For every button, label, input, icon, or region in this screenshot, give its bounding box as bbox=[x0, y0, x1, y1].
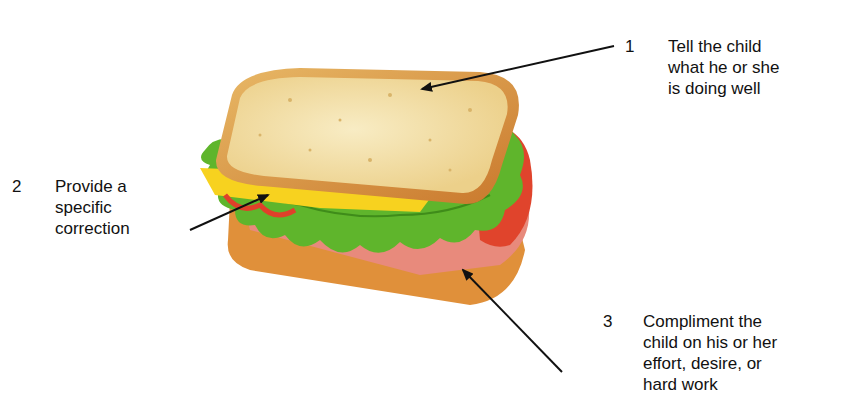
pore bbox=[288, 98, 292, 102]
leader-arrow bbox=[422, 46, 614, 89]
top-bread-crust bbox=[216, 68, 519, 204]
callout-number: 3 bbox=[603, 311, 623, 332]
top-bread-crumb bbox=[227, 77, 508, 193]
pore bbox=[309, 149, 312, 152]
callout-number: 1 bbox=[625, 36, 645, 57]
pore bbox=[368, 158, 372, 162]
leader-arrow bbox=[190, 195, 268, 230]
callout-text: Compliment the child on his or her effor… bbox=[643, 311, 793, 395]
pore bbox=[339, 119, 342, 122]
callout-text: Tell the child what he or she is doing w… bbox=[668, 36, 793, 99]
pore bbox=[468, 108, 472, 112]
leader-arrow bbox=[463, 270, 562, 372]
bread-pores bbox=[259, 93, 473, 172]
callout-number: 2 bbox=[12, 176, 32, 197]
pore bbox=[429, 139, 432, 142]
pore bbox=[259, 134, 262, 137]
callout-text: Provide a specific correction bbox=[55, 176, 155, 239]
pore bbox=[388, 93, 392, 97]
pore bbox=[449, 169, 452, 172]
